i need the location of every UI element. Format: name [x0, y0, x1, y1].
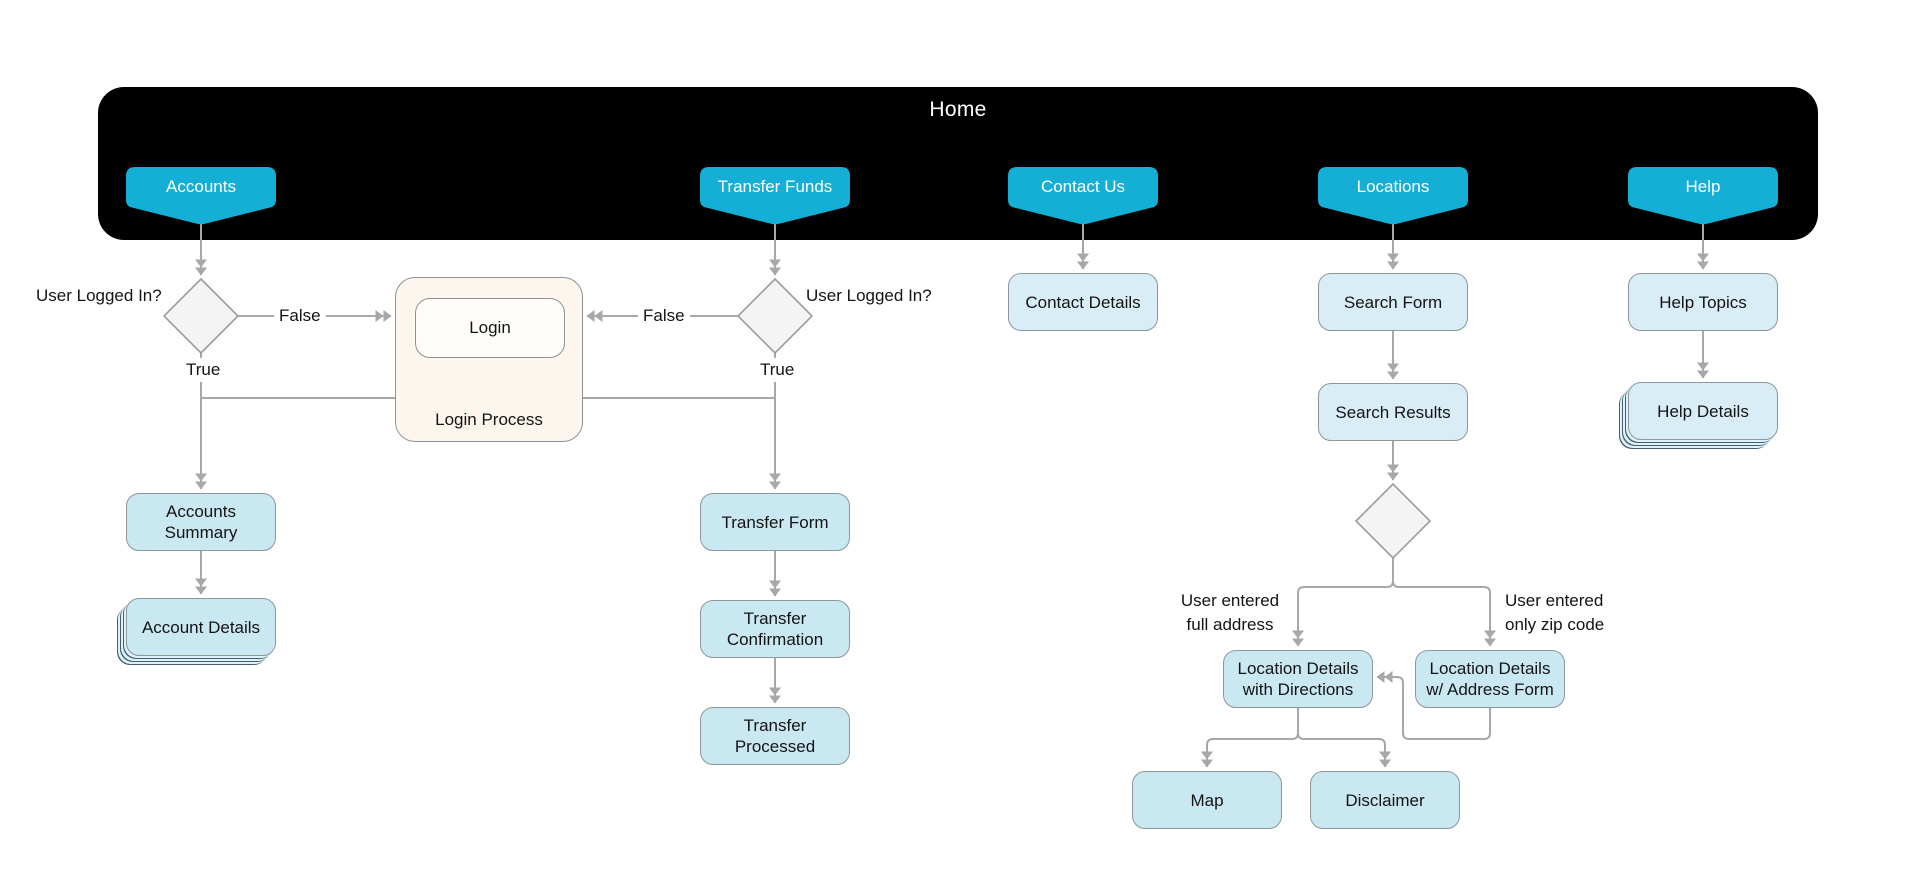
tab-accounts[interactable]: Accounts	[126, 167, 276, 225]
tab-shape	[1008, 167, 1158, 225]
tab-help-label: Help	[1685, 177, 1721, 196]
tab-shape	[1318, 167, 1468, 225]
tab-transfer-funds[interactable]: Transfer Funds	[700, 167, 850, 225]
node-search-results[interactable]: Search Results	[1318, 383, 1468, 441]
connector-disclaimer	[1297, 708, 1391, 768]
tab-contact-us[interactable]: Contact Us	[1008, 167, 1158, 225]
node-map[interactable]: Map	[1132, 771, 1282, 829]
home-title: Home	[929, 98, 987, 121]
node-transfer-confirmation[interactable]: Transfer Confirmation	[700, 600, 850, 658]
label-branch-zip-code: User entered only zip code	[1505, 591, 1605, 634]
node-account-details[interactable]: Account Details	[126, 598, 276, 656]
label-accounts-true: True	[181, 358, 226, 382]
tab-shape	[126, 167, 276, 225]
node-transfer-processed[interactable]: Transfer Processed	[700, 707, 850, 765]
node-help-topics[interactable]: Help Topics	[1628, 273, 1778, 331]
node-contact-details[interactable]: Contact Details	[1008, 273, 1158, 331]
tab-shape	[700, 167, 850, 225]
label-branch-full-address: User entered full address	[1180, 591, 1280, 634]
connector-branch-full-address	[1292, 558, 1394, 647]
connector-map	[1201, 708, 1299, 768]
tab-contact-us-label: Contact Us	[1040, 177, 1126, 196]
decision-diamond-accounts-login[interactable]	[162, 277, 240, 355]
node-search-form[interactable]: Search Form	[1318, 273, 1468, 331]
connector-branch-zip	[1392, 558, 1496, 647]
node-disclaimer[interactable]: Disclaimer	[1310, 771, 1460, 829]
label-transfer-true: True	[755, 358, 800, 382]
tab-accounts-label: Accounts	[166, 177, 236, 196]
tab-shape	[1628, 167, 1778, 225]
node-help-details[interactable]: Help Details	[1628, 382, 1778, 440]
tab-help[interactable]: Help	[1628, 167, 1778, 225]
connector-address-to-directions	[1376, 671, 1491, 740]
login-process-caption: Login Process	[435, 410, 543, 429]
label-transfer-logged-in: User Logged In?	[806, 286, 932, 305]
login-process-group[interactable]: Login Login Process	[395, 277, 583, 442]
decision-diamond-transfer-login[interactable]	[736, 277, 814, 355]
node-transfer-form[interactable]: Transfer Form	[700, 493, 850, 551]
node-location-details-address[interactable]: Location Details w/ Address Form	[1415, 650, 1565, 708]
tab-locations[interactable]: Locations	[1318, 167, 1468, 225]
node-login[interactable]: Login	[415, 298, 565, 358]
home-bar	[98, 87, 1818, 240]
label-accounts-logged-in: User Logged In?	[36, 286, 162, 305]
label-accounts-false: False	[274, 304, 326, 328]
tab-transfer-funds-label: Transfer Funds	[717, 177, 833, 196]
node-location-details-directions[interactable]: Location Details with Directions	[1223, 650, 1373, 708]
node-accounts-summary[interactable]: Accounts Summary	[126, 493, 276, 551]
tab-locations-label: Locations	[1356, 177, 1430, 196]
label-transfer-false: False	[638, 304, 690, 328]
decision-diamond-location-search[interactable]	[1354, 482, 1432, 560]
